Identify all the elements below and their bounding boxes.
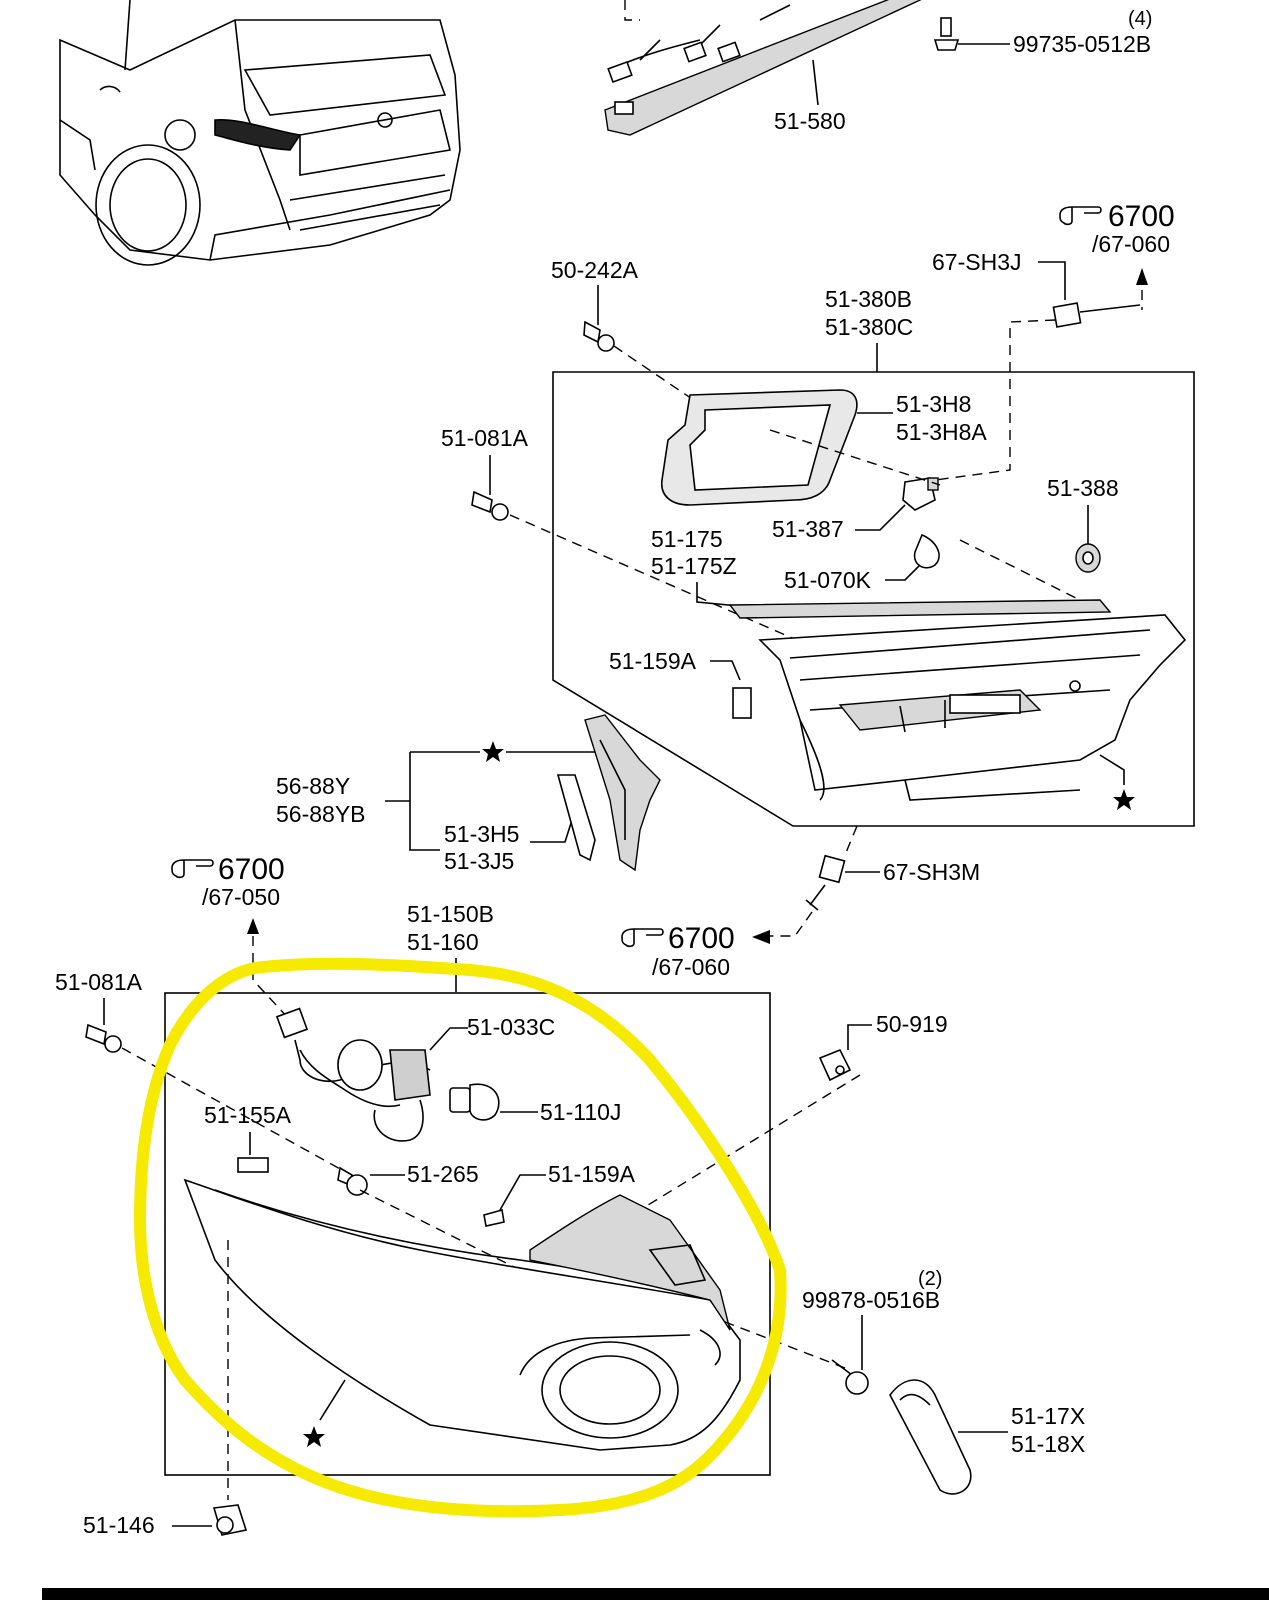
label-51-387: 51-387	[772, 516, 844, 542]
label-50-919: 50-919	[876, 1011, 948, 1037]
label-51-3J5: 51-3J5	[444, 848, 514, 874]
label-56-88YB: 56-88YB	[276, 801, 366, 827]
gasket-51-3h8	[661, 389, 858, 506]
screw-99735	[933, 17, 960, 51]
label-51-033C: 51-033C	[467, 1014, 555, 1040]
tail-lamp-51-150b	[183, 1178, 741, 1451]
highlight-outline	[134, 957, 787, 1518]
label-51-159A-bottom: 51-159A	[548, 1161, 636, 1187]
label-51-380C: 51-380C	[825, 314, 913, 340]
reflector-51-17x	[889, 1379, 972, 1495]
label-51-146: 51-146	[83, 1512, 155, 1538]
qty-4: (4)	[1128, 8, 1152, 30]
connector-67-sh3j	[1052, 302, 1141, 328]
label-51-175: 51-175	[651, 526, 723, 552]
label-51-388: 51-388	[1047, 475, 1119, 501]
garnish-56-88y	[556, 714, 661, 872]
tail-lamp-51-380	[728, 599, 1187, 801]
clip-51-146	[212, 1504, 248, 1536]
ref-number: 6700	[668, 922, 735, 955]
label-51-3H8: 51-3H8	[896, 391, 971, 417]
bulb-51-110j	[449, 1083, 500, 1121]
label-51-110J: 51-110J	[540, 1099, 621, 1125]
grommet-51-388	[1075, 543, 1101, 573]
label-51-18X: 51-18X	[1011, 1431, 1085, 1457]
label-51-3H5: 51-3H5	[444, 821, 519, 847]
label-51-159A-top: 51-159A	[609, 648, 697, 674]
label-50-242A: 50-242A	[551, 257, 639, 283]
label-pad-51-159a-top	[732, 687, 752, 719]
label-pad-51-159a-bottom	[483, 1208, 505, 1227]
screw-51-081a-bottom	[85, 1023, 122, 1053]
label-67-SH3J: 67-SH3J	[932, 249, 1021, 275]
clip-50-242a	[583, 320, 615, 352]
ref-sub: /67-050	[202, 884, 280, 910]
ref-sub: /67-060	[1092, 231, 1170, 257]
label-51-580: 51-580	[774, 108, 846, 134]
bulb-51-070k	[913, 533, 940, 569]
pointing-hand-icon	[171, 859, 214, 879]
label-51-150B: 51-150B	[407, 901, 494, 927]
ref-link-6700-67-050[interactable]: 6700 /67-050	[171, 853, 285, 910]
label-51-17X: 51-17X	[1011, 1403, 1085, 1429]
star-icon	[482, 741, 504, 762]
label-51-070K: 51-070K	[784, 567, 872, 593]
label-51-380B: 51-380B	[825, 286, 912, 312]
label-51-265: 51-265	[407, 1161, 479, 1187]
star-icon	[1113, 789, 1135, 810]
star-icon	[303, 1426, 325, 1447]
clip-51-265	[337, 1166, 368, 1196]
label-99735-0512B: 99735-0512B	[1013, 31, 1151, 57]
label-51-3H8A: 51-3H8A	[896, 419, 987, 445]
bottom-bar	[42, 1588, 1269, 1600]
ref-sub: /67-060	[652, 954, 730, 980]
label-99878-0516B: 99878-0516B	[802, 1287, 940, 1313]
qty-2: (2)	[918, 1268, 942, 1290]
vehicle-illustration	[59, 0, 461, 266]
connector-67-sh3m	[805, 854, 846, 911]
label-51-160: 51-160	[407, 929, 479, 955]
label-56-88Y: 56-88Y	[276, 773, 350, 799]
nut-50-919	[818, 1048, 852, 1082]
socket-harness-51-033c	[275, 1007, 431, 1142]
label-51-081A-bottom: 51-081A	[55, 969, 143, 995]
ref-link-6700-67-060-top[interactable]: 6700 /67-060	[1059, 200, 1175, 257]
ref-number: 6700	[218, 853, 285, 886]
pointing-hand-icon	[1059, 206, 1102, 226]
label-51-175Z: 51-175Z	[651, 553, 737, 579]
pointing-hand-icon	[621, 928, 664, 948]
label-67-SH3M: 67-SH3M	[883, 859, 980, 885]
ref-number: 6700	[1108, 200, 1175, 233]
pad-51-155a	[237, 1157, 269, 1173]
screw-51-081a-top	[471, 490, 509, 521]
label-51-081A-top: 51-081A	[441, 425, 529, 451]
ref-link-6700-67-060-mid[interactable]: 6700 /67-060	[621, 922, 735, 980]
assembly-box-51-380	[552, 371, 1195, 827]
part-51-580-bar	[604, 0, 922, 136]
label-51-155A: 51-155A	[204, 1102, 292, 1128]
